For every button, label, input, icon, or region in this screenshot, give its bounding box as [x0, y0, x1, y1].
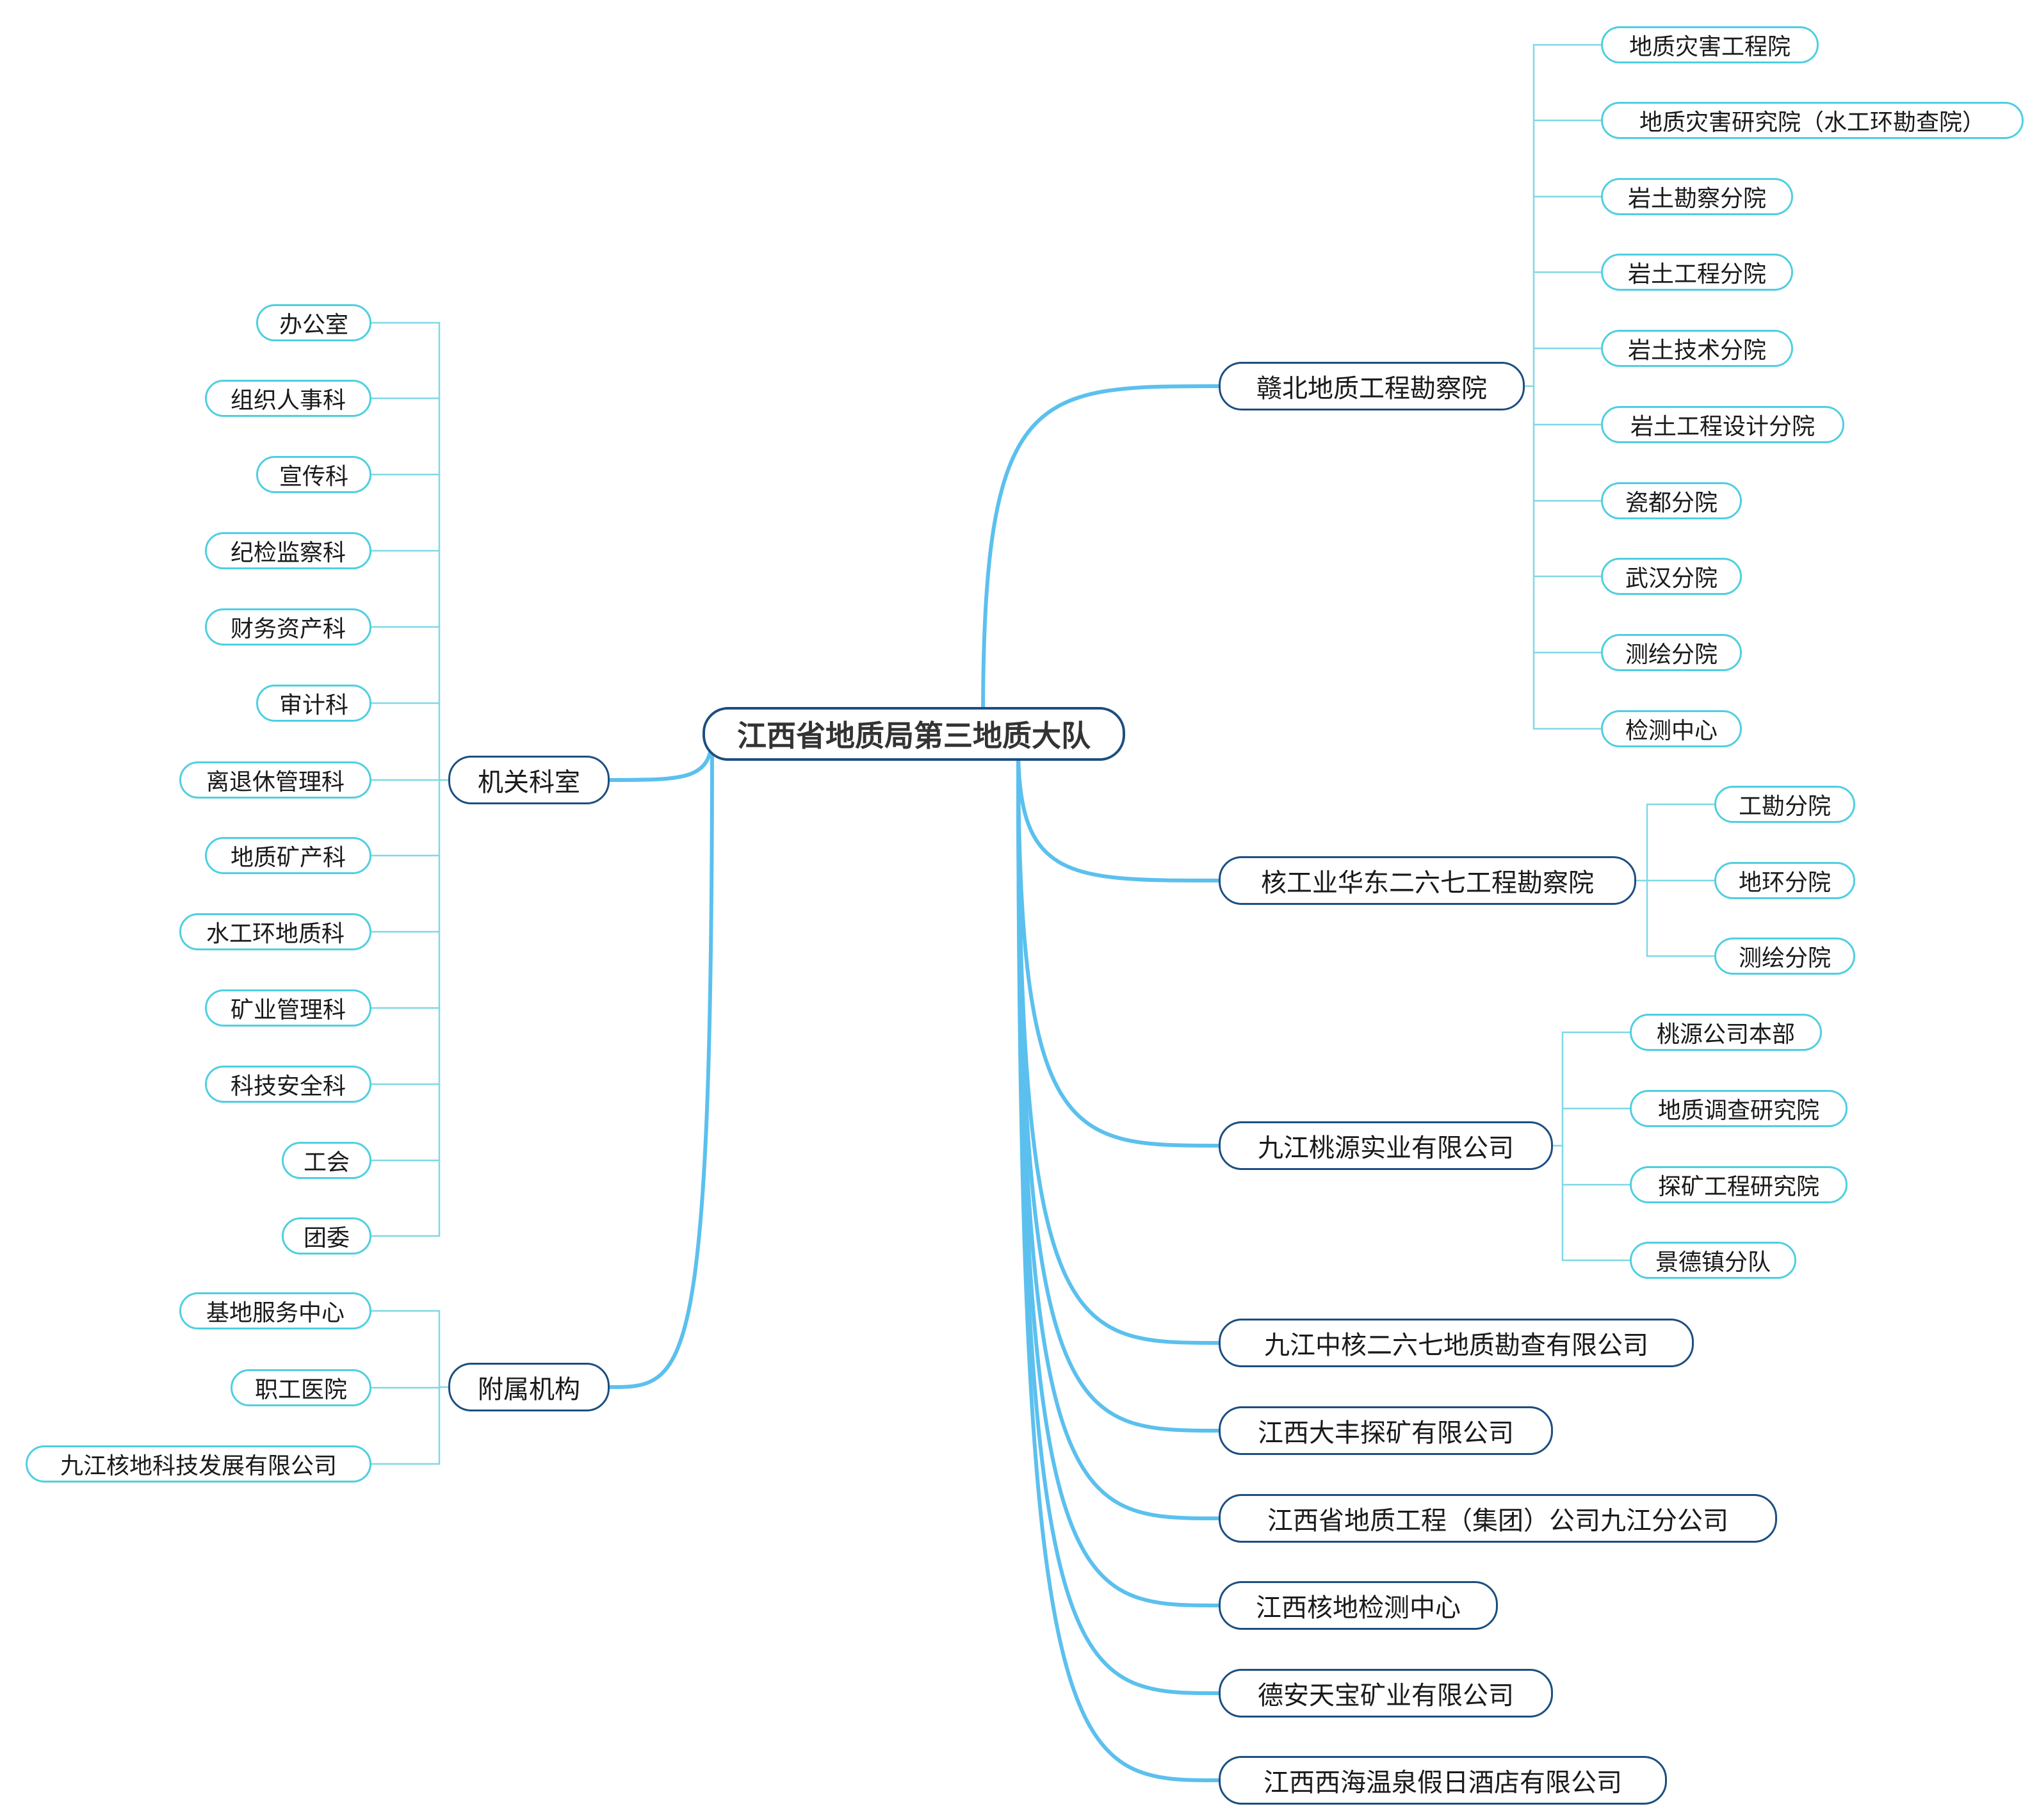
root-link: [1016, 746, 1221, 1148]
root-link: [1016, 746, 1221, 1433]
branch-dizhi-gongcheng-jiujiang[interactable]: 江西省地质工程（集团）公司九江分公司: [1219, 1494, 1777, 1543]
leaf-topic[interactable]: 检测中心: [1601, 710, 1742, 747]
root-link: [1016, 746, 1221, 882]
leaf-topic[interactable]: 武汉分院: [1601, 558, 1742, 595]
branch-fushu-jigou[interactable]: 附属机构: [448, 1363, 610, 1411]
leaf-topic[interactable]: 财务资产科: [205, 608, 371, 646]
root-link: [1016, 746, 1221, 1782]
leaf-topic[interactable]: 九江核地科技发展有限公司: [26, 1445, 371, 1483]
branch-jiguan-keshi[interactable]: 机关科室: [448, 756, 610, 804]
root-link: [1016, 746, 1221, 1345]
leaf-topic[interactable]: 宣传科: [256, 456, 371, 493]
branch-taoyuan-shiye[interactable]: 九江桃源实业有限公司: [1219, 1121, 1553, 1170]
leaf-topic[interactable]: 地质调查研究院: [1630, 1090, 1848, 1127]
root-link: [1016, 746, 1221, 1520]
root-link: [608, 732, 714, 1389]
root-link: [608, 732, 714, 782]
leaf-topic[interactable]: 基地服务中心: [179, 1292, 371, 1329]
root-topic[interactable]: 江西省地质局第三地质大队: [703, 707, 1125, 761]
leaf-topic[interactable]: 水工环地质科: [179, 913, 371, 950]
leaf-topic[interactable]: 团委: [282, 1217, 371, 1255]
leaf-topic[interactable]: 景德镇分队: [1630, 1242, 1796, 1279]
branch-hedi-jiance[interactable]: 江西核地检测中心: [1219, 1581, 1498, 1630]
leaf-topic[interactable]: 审计科: [256, 685, 371, 722]
leaf-topic[interactable]: 科技安全科: [205, 1066, 371, 1103]
leaf-topic[interactable]: 地质灾害研究院（水工环勘查院）: [1601, 102, 2024, 139]
leaf-topic[interactable]: 办公室: [256, 304, 371, 341]
leaf-topic[interactable]: 纪检监察科: [205, 532, 371, 569]
leaf-topic[interactable]: 测绘分院: [1601, 634, 1742, 671]
leaf-topic[interactable]: 岩土工程设计分院: [1601, 406, 1844, 443]
leaf-topic[interactable]: 工勘分院: [1714, 786, 1855, 823]
branch-he-gongye-kanchayuan[interactable]: 核工业华东二六七工程勘察院: [1219, 856, 1636, 905]
leaf-topic[interactable]: 测绘分院: [1714, 938, 1855, 975]
leaf-topic[interactable]: 地质灾害工程院: [1601, 26, 1819, 63]
leaf-topic[interactable]: 地质矿产科: [205, 837, 371, 874]
leaf-topic[interactable]: 矿业管理科: [205, 989, 371, 1027]
leaf-topic[interactable]: 探矿工程研究院: [1630, 1166, 1848, 1203]
branch-dafeng-tankuang[interactable]: 江西大丰探矿有限公司: [1219, 1406, 1553, 1455]
branch-tianbao-kuangye[interactable]: 德安天宝矿业有限公司: [1219, 1669, 1553, 1718]
leaf-topic[interactable]: 组织人事科: [205, 380, 371, 417]
leaf-topic[interactable]: 岩土技术分院: [1601, 330, 1793, 367]
leaf-topic[interactable]: 职工医院: [231, 1369, 371, 1406]
leaf-topic[interactable]: 地环分院: [1714, 862, 1855, 899]
branch-xihai-jiudian[interactable]: 江西西海温泉假日酒店有限公司: [1219, 1756, 1667, 1805]
branch-ganbei-kanchayuan[interactable]: 赣北地质工程勘察院: [1219, 362, 1525, 410]
leaf-topic[interactable]: 桃源公司本部: [1630, 1014, 1822, 1051]
leaf-topic[interactable]: 离退休管理科: [179, 761, 371, 799]
leaf-topic[interactable]: 岩土勘察分院: [1601, 178, 1793, 215]
leaf-topic[interactable]: 工会: [282, 1142, 371, 1179]
branch-zhonghe-kancha[interactable]: 九江中核二六七地质勘查有限公司: [1219, 1319, 1694, 1367]
leaf-topic[interactable]: 岩土工程分院: [1601, 254, 1793, 291]
root-link: [981, 384, 1221, 722]
leaf-topic[interactable]: 瓷都分院: [1601, 482, 1742, 519]
